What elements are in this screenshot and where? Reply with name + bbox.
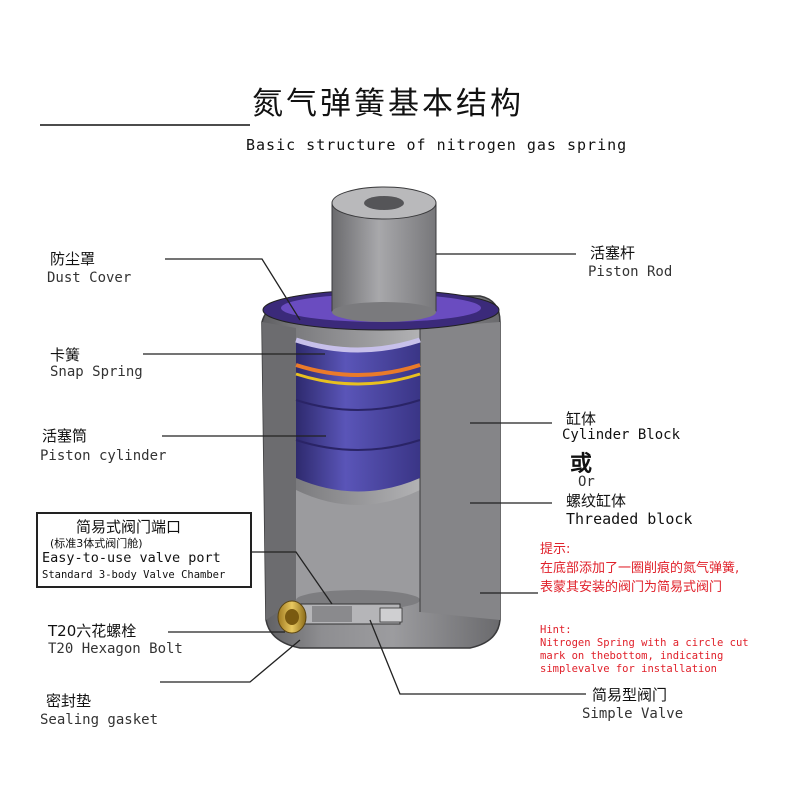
- hint-en-title: Hint:: [540, 624, 572, 636]
- label-snap-spring-zh: 卡簧: [50, 346, 81, 364]
- label-dust-cover-zh: 防尘罩: [50, 250, 96, 268]
- label-sealing-gasket-en: Sealing gasket: [40, 712, 159, 728]
- label-or-en: Or: [578, 474, 595, 490]
- hint-zh-title: 提示:: [540, 542, 571, 557]
- label-threaded-block-en: Threaded block: [566, 510, 693, 528]
- label-piston-rod-en: Piston Rod: [588, 264, 673, 280]
- label-valve-port-zh: 简易式阀门端口: [76, 518, 182, 536]
- valve-assembly-shape: [277, 600, 403, 634]
- label-hex-bolt-en: T20 Hexagon Bolt: [48, 641, 183, 657]
- label-or-zh: 或: [570, 452, 593, 477]
- label-valve-port-en-sub: Standard 3-body Valve Chamber: [42, 569, 226, 581]
- label-sealing-gasket-zh: 密封垫: [46, 692, 92, 710]
- label-piston-cylinder-zh: 活塞筒: [42, 427, 88, 445]
- label-simple-valve-en: Simple Valve: [582, 706, 684, 722]
- label-cylinder-block-zh: 缸体: [566, 410, 597, 428]
- label-piston-cylinder-en: Piston cylinder: [40, 448, 167, 464]
- label-snap-spring-en: Snap Spring: [50, 364, 143, 380]
- piston-rod-shape: [331, 186, 437, 322]
- label-threaded-block-zh: 螺纹缸体: [566, 492, 627, 510]
- label-cylinder-block-en: Cylinder Block: [562, 427, 681, 443]
- label-piston-rod-zh: 活塞杆: [590, 244, 636, 262]
- hint-zh-body: 在底部添加了一圈削痕的氮气弹簧,表蒙其安装的阀门为简易式阀门: [540, 561, 740, 595]
- label-valve-port-zh-sub: (标准3体式阀门舱): [50, 537, 143, 550]
- piston-cylinder-shape: [295, 337, 421, 492]
- hint-en-body: Nitrogen Spring with a circle cut mark o…: [540, 637, 749, 675]
- valve-port-box: [36, 512, 252, 588]
- snap-spring-ring: [295, 363, 421, 377]
- diagram-title-zh: 氮气弹簧基本结构: [252, 86, 524, 122]
- label-hex-bolt-zh: T20六花螺栓: [48, 622, 137, 640]
- diagram-title-en: Basic structure of nitrogen gas spring: [246, 136, 628, 154]
- label-valve-port-en: Easy-to-use valve port: [42, 550, 221, 566]
- label-simple-valve-zh: 简易型阀门: [592, 686, 668, 704]
- label-dust-cover-en: Dust Cover: [47, 270, 132, 286]
- leader-lines: [143, 253, 586, 695]
